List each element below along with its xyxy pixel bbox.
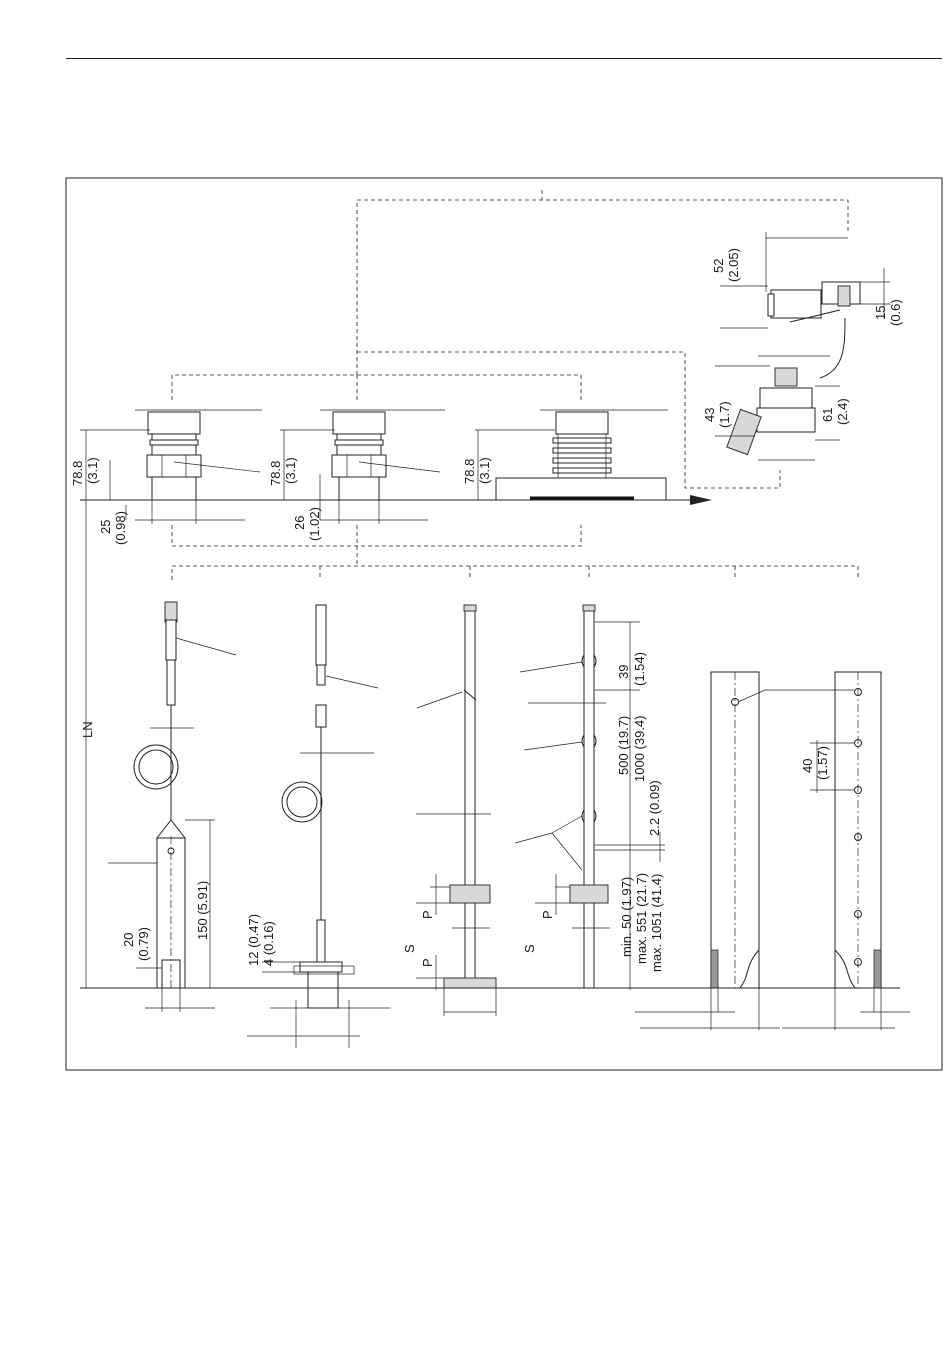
rope-probe-anchor xyxy=(247,605,390,1048)
dim-26-inch: (1.02) xyxy=(307,507,322,541)
dim-25-inch: (0.98) xyxy=(113,511,128,545)
dim-500: 500 (19.7) xyxy=(616,716,631,775)
dim-43-inch: (1.7) xyxy=(717,401,732,428)
dim-15-inch: (0.6) xyxy=(888,299,903,326)
dim-4: 4 (0.16) xyxy=(261,921,276,966)
dim-39-inch: (1.54) xyxy=(632,652,647,686)
housing-flange xyxy=(496,410,668,500)
dim-52-inch: (2.05) xyxy=(726,248,741,282)
dim-20: 20 xyxy=(121,933,136,947)
dim-ln: LN xyxy=(80,721,95,738)
dim-2-2: 2.2 (0.09) xyxy=(647,780,662,836)
housing-thread-25 xyxy=(135,410,262,524)
dim-26: 26 xyxy=(292,516,307,530)
dim-1000: 1000 (39.4) xyxy=(632,716,647,783)
rod-probe xyxy=(416,605,496,1016)
dim-78-head2: 78.8 xyxy=(268,461,283,486)
dim-max-551: max. 551 (21.7) xyxy=(634,873,649,964)
dim-61: 61 xyxy=(820,408,835,422)
dim-40-inch: (1.57) xyxy=(815,746,830,780)
dim-min-50: min. 50 (1.97) xyxy=(619,877,634,957)
coax-probe-right xyxy=(738,672,910,1030)
connection-tree xyxy=(172,190,858,580)
dim-15: 15 xyxy=(873,306,888,320)
dim-p-segmented: P xyxy=(540,910,555,919)
dim-p-rod-bottom: P xyxy=(420,958,435,967)
dim-39: 39 xyxy=(616,665,631,679)
dim-150: 150 (5.91) xyxy=(195,881,210,940)
dim-12: 12 (0.47) xyxy=(246,914,261,966)
dim-43: 43 xyxy=(702,408,717,422)
dim-78-head1-inch: (3.1) xyxy=(85,457,100,484)
rope-probe-weight xyxy=(108,602,236,1012)
dim-78-head3-inch: (3.1) xyxy=(477,457,492,484)
housing-thread-26 xyxy=(320,410,445,524)
dim-20-inch: (0.79) xyxy=(136,927,151,961)
dim-78-head3: 78.8 xyxy=(462,459,477,484)
dim-52: 52 xyxy=(711,259,726,273)
dim-s-rod: S xyxy=(402,944,417,953)
dim-p-rod-top: P xyxy=(420,910,435,919)
dim-61-inch: (2.4) xyxy=(835,398,850,425)
reference-arrow-icon xyxy=(690,495,712,505)
coax-probe-left xyxy=(635,672,780,1030)
dim-max-1051: max. 1051 (41.4) xyxy=(649,874,664,972)
dim-s-segmented: S xyxy=(522,944,537,953)
remote-housing xyxy=(715,232,890,460)
dim-78-head1: 78.8 xyxy=(70,461,85,486)
dim-78-head2-inch: (3.1) xyxy=(283,457,298,484)
dim-40: 40 xyxy=(800,759,815,773)
dim-25: 25 xyxy=(98,520,113,534)
